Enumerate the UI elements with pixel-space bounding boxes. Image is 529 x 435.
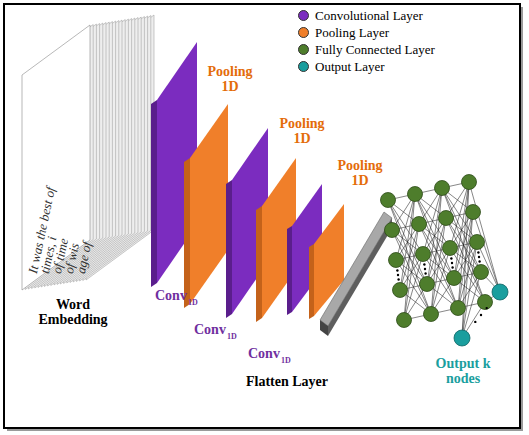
dense-neuron — [439, 211, 454, 226]
dense-neuron — [420, 277, 435, 292]
conv-layer-side — [151, 100, 157, 287]
dense-neuron — [416, 247, 431, 262]
legend-entry: Convolutional Layer — [298, 7, 435, 24]
dense-connection — [469, 182, 500, 292]
dense-neuron — [385, 223, 400, 238]
dense-neuron — [451, 301, 466, 316]
layer-label: Pooling 1D — [272, 116, 332, 147]
legend-text: Output Layer — [315, 59, 385, 75]
ellipsis-dot — [397, 274, 399, 276]
dense-neuron — [389, 253, 404, 268]
flatten-bar-face — [328, 218, 392, 336]
flatten-bar-end — [320, 320, 328, 336]
legend-entry: Output Layer — [298, 58, 435, 75]
output-neuron — [492, 284, 508, 300]
ellipsis-dot — [451, 266, 453, 268]
ellipsis-dot — [396, 269, 398, 271]
layer-subscript: 1D — [227, 333, 237, 342]
ellipsis-dot — [423, 263, 425, 265]
legend-swatch — [298, 10, 309, 21]
legend-text: Convolutional Layer — [315, 8, 423, 24]
dense-neuron — [470, 235, 485, 250]
legend: Convolutional LayerPooling LayerFully Co… — [298, 7, 435, 75]
layer-label: Conv — [248, 346, 280, 361]
dense-network — [381, 175, 509, 347]
ellipsis-dot — [474, 321, 476, 323]
dense-neuron — [478, 295, 493, 310]
dense-connection — [473, 212, 500, 292]
dense-neuron — [443, 241, 458, 256]
ellipsis-dot — [480, 314, 482, 316]
flatten-bar-top — [320, 212, 392, 326]
conv-layer-side — [287, 226, 292, 315]
pooling-layer-side — [184, 158, 190, 308]
ellipsis-dot — [424, 272, 426, 274]
dense-neuron — [435, 181, 450, 196]
layer-label: Word Embedding — [28, 297, 118, 328]
dense-connection — [431, 218, 446, 314]
dense-connection — [400, 194, 415, 290]
dense-neuron — [462, 175, 477, 190]
legend-text: Pooling Layer — [315, 25, 389, 41]
layer-subscript: 1D — [281, 357, 291, 366]
legend-text: Fully Connected Layer — [315, 42, 435, 58]
layer-label: Flatten Layer — [246, 374, 328, 389]
output-label: Output k nodes — [432, 356, 494, 387]
dense-connection — [462, 242, 477, 338]
ellipsis-dot — [486, 307, 488, 309]
dense-neuron — [412, 217, 427, 232]
pooling-layer — [262, 158, 296, 318]
dense-neuron — [397, 313, 412, 328]
ellipsis-dot — [397, 278, 399, 280]
pooling-layer — [190, 104, 228, 304]
conv-layer-side — [226, 180, 232, 318]
ellipsis-dot — [478, 256, 480, 258]
layer-label: Pooling 1D — [200, 64, 260, 95]
layer-label: Pooling 1D — [330, 158, 390, 189]
ellipsis-dot — [451, 262, 453, 264]
layer-subscript: 1D — [188, 299, 198, 308]
frame — [4, 4, 520, 428]
pooling-layer-side — [309, 244, 314, 319]
dense-neuron — [381, 193, 396, 208]
dense-neuron — [447, 271, 462, 286]
pooling-layer-side — [256, 206, 262, 322]
layer-label: Conv — [155, 288, 187, 303]
legend-swatch — [298, 27, 309, 38]
ellipsis-dot — [477, 251, 479, 253]
dense-neuron — [474, 265, 489, 280]
dense-neuron — [424, 307, 439, 322]
legend-swatch — [298, 44, 309, 55]
embedding-pages — [22, 15, 154, 290]
dense-connection — [404, 224, 419, 320]
layer-label: Conv — [194, 322, 226, 337]
dense-connection — [427, 188, 442, 284]
legend-entry: Pooling Layer — [298, 24, 435, 41]
ellipsis-dot — [478, 260, 480, 262]
ellipsis-dot — [424, 268, 426, 270]
legend-swatch — [298, 61, 309, 72]
dense-neuron — [466, 205, 481, 220]
dense-neuron — [408, 187, 423, 202]
ellipsis-dot — [450, 257, 452, 259]
output-neuron — [454, 330, 470, 346]
legend-entry: Fully Connected Layer — [298, 41, 435, 58]
dense-neuron — [393, 283, 408, 298]
